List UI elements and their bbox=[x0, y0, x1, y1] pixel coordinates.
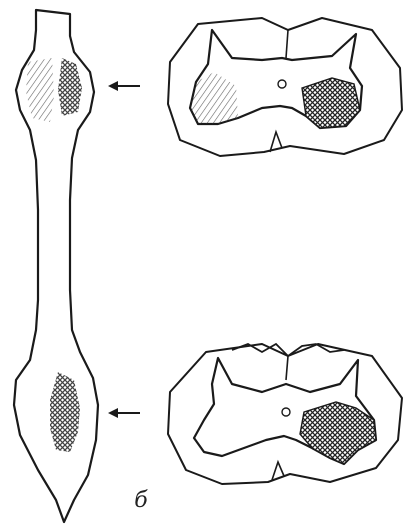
longitudinal-cord bbox=[14, 10, 98, 522]
upper-central-canal bbox=[278, 80, 286, 88]
lower-right-crosshatched-horn bbox=[300, 402, 376, 464]
upper-cross-section bbox=[168, 18, 402, 156]
cord-lower-crosshatched-lesion bbox=[50, 372, 80, 452]
panel-label: б bbox=[126, 488, 156, 513]
upper-posterior-fissure bbox=[286, 30, 288, 58]
lower-cross-section bbox=[168, 344, 402, 484]
lower-central-canal bbox=[282, 408, 290, 416]
upper-arrow bbox=[108, 81, 140, 91]
cord-upper-crosshatched-lesion bbox=[58, 58, 82, 116]
cord-upper-hatched-lesion bbox=[26, 58, 54, 122]
upper-right-crosshatched-horn bbox=[302, 78, 360, 128]
lower-arrow bbox=[108, 408, 140, 418]
lower-posterior-fissure bbox=[286, 356, 288, 380]
